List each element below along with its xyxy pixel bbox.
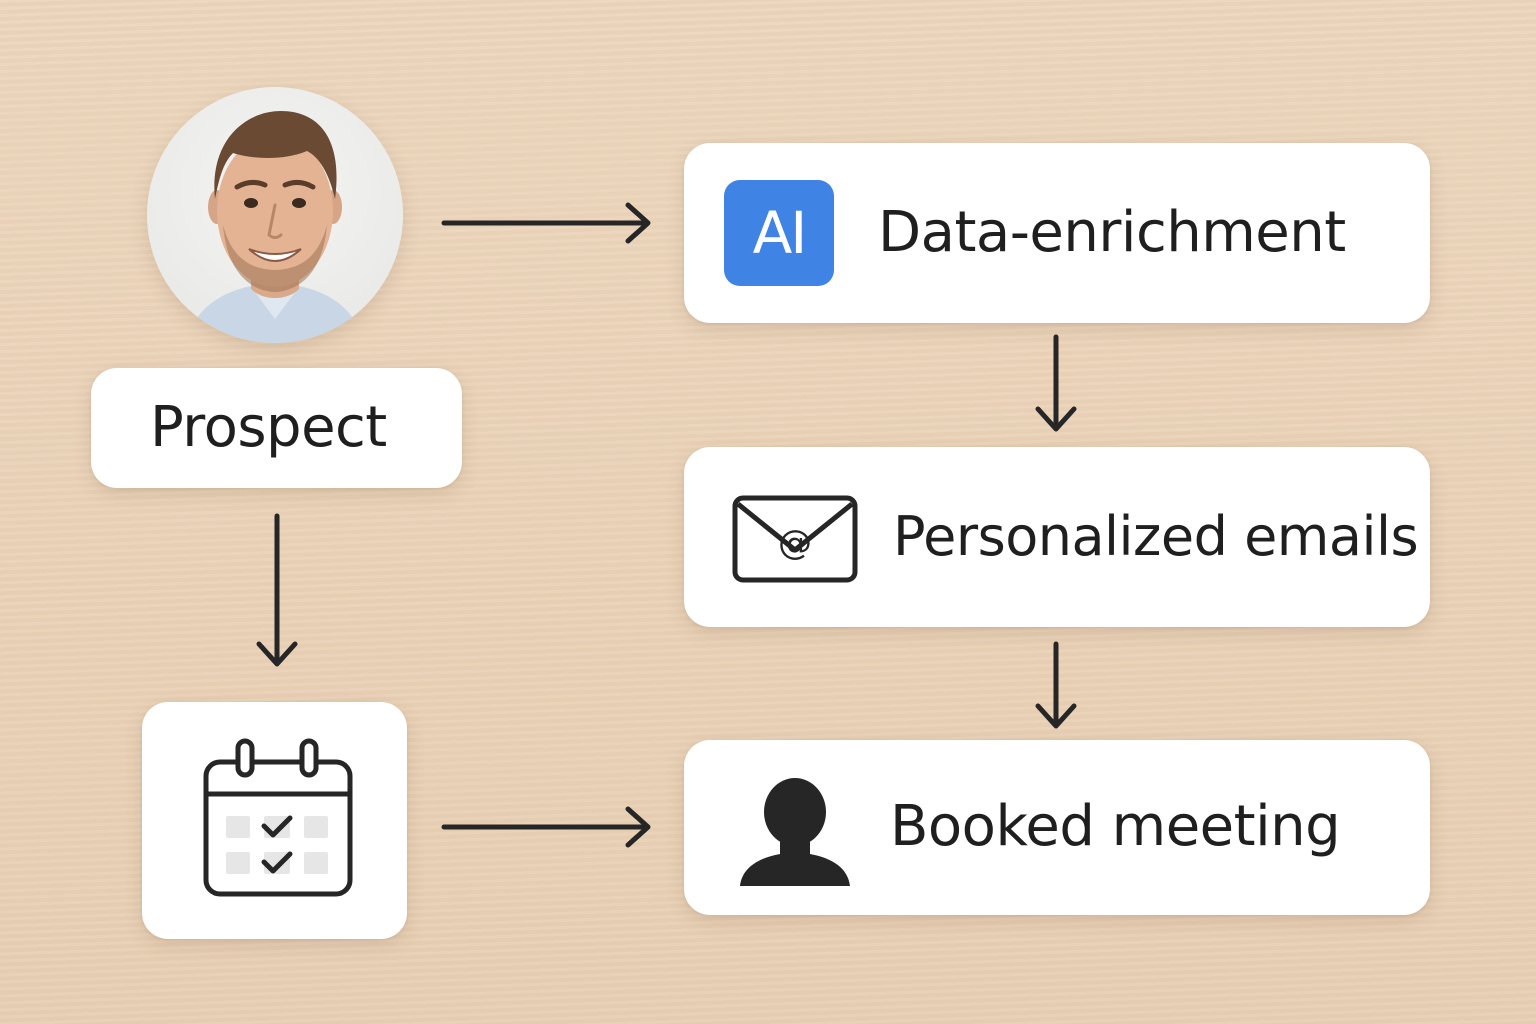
prospect-card: Prospect	[91, 368, 462, 488]
arrow-prospect-to-enrichment	[441, 202, 651, 244]
email-envelope-icon: @	[732, 495, 858, 583]
calendar-check-icon	[203, 738, 353, 897]
arrow-enrichment-to-emails	[1035, 334, 1077, 432]
ai-badge: AI	[724, 180, 834, 286]
arrow-emails-to-meeting	[1035, 641, 1077, 729]
prospect-photo-icon	[187, 111, 363, 343]
prospect-label: Prospect	[150, 395, 387, 460]
personalized-emails-label: Personalized emails	[893, 505, 1419, 568]
booked-meeting-label: Booked meeting	[890, 794, 1341, 859]
arrow-prospect-to-calendar	[256, 513, 298, 667]
person-silhouette-icon	[740, 778, 850, 886]
arrow-calendar-to-meeting	[441, 806, 651, 848]
svg-text:@: @	[778, 523, 812, 563]
prospect-avatar	[147, 87, 403, 343]
data-enrichment-label: Data-enrichment	[878, 200, 1346, 265]
